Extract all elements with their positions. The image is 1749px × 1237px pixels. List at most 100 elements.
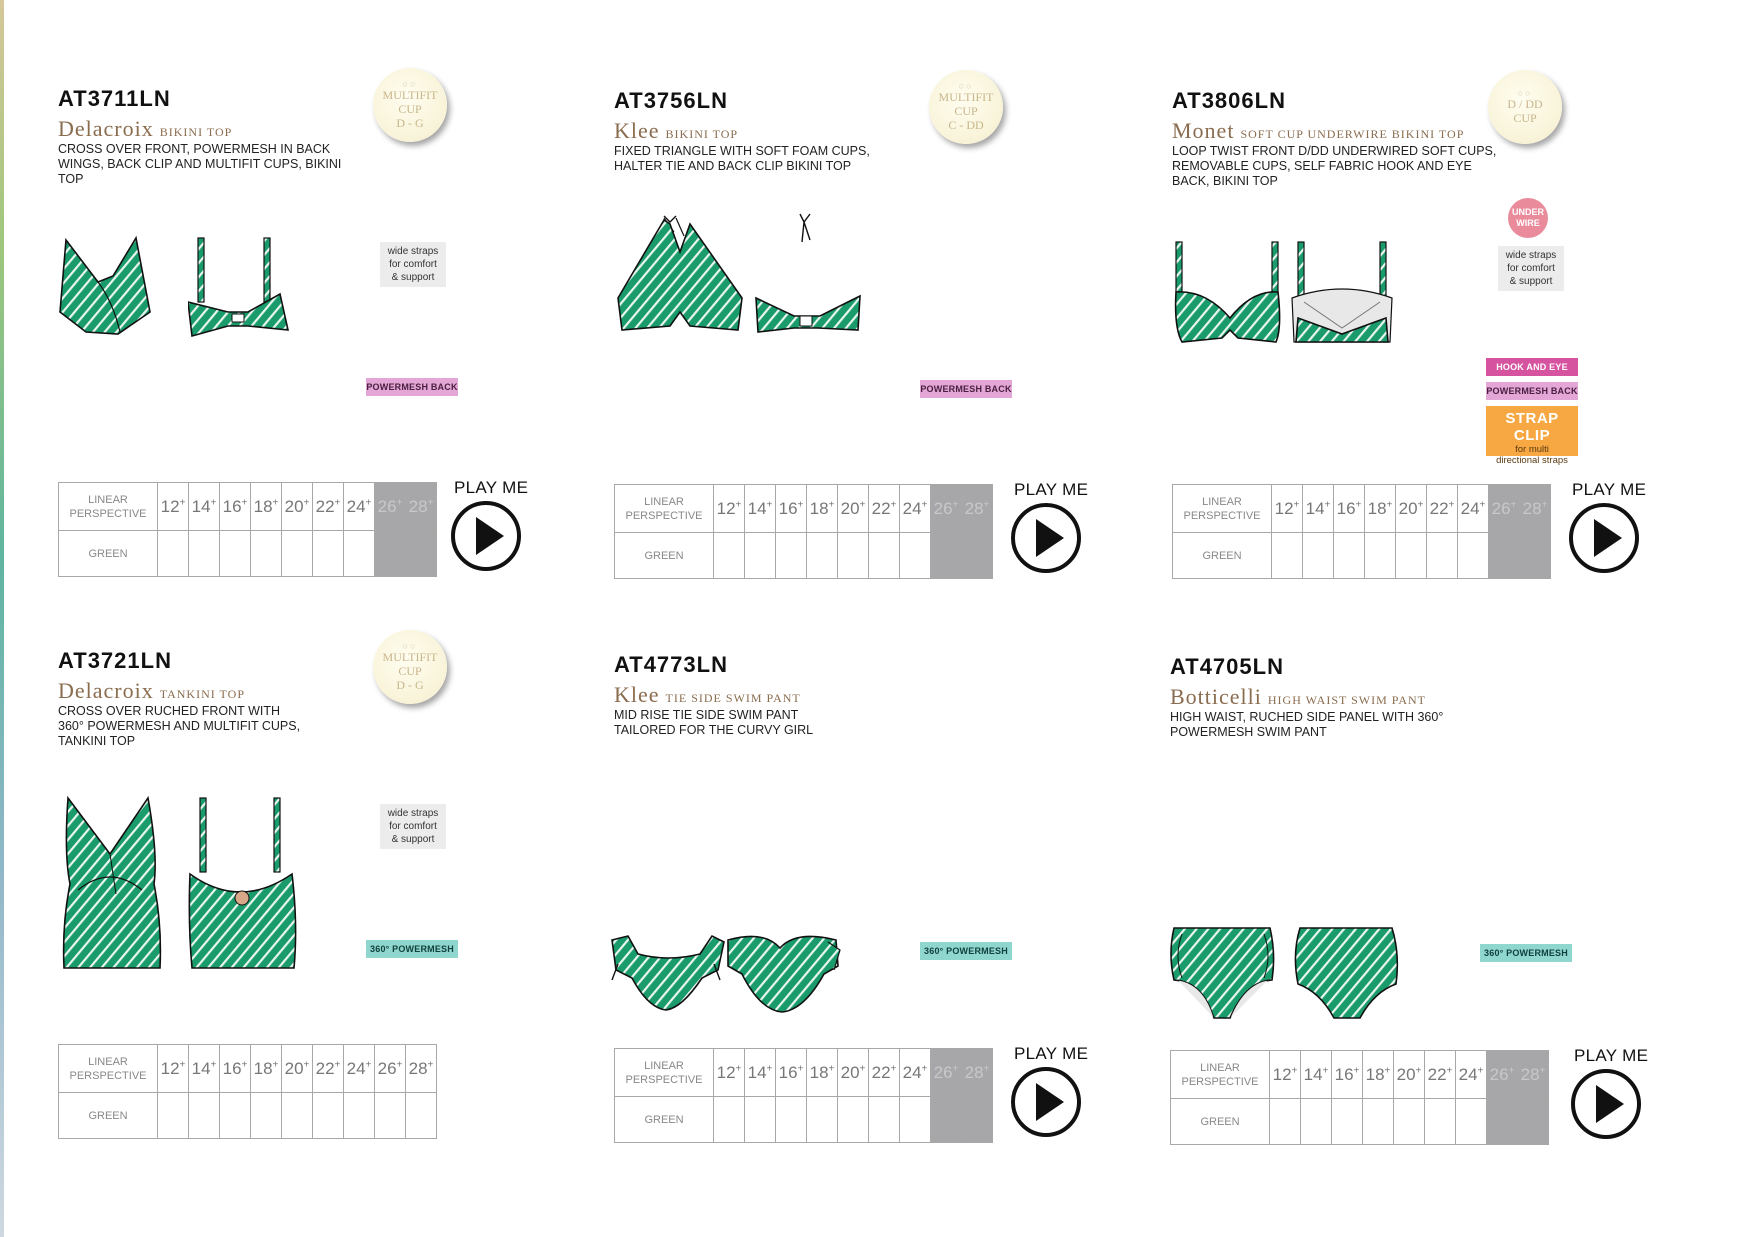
badge-line-1: D / DD	[1507, 97, 1543, 111]
product-description: FIXED TRIANGLE WITH SOFT FOAM CUPS, HALT…	[614, 144, 870, 173]
size-20: 20+	[1395, 484, 1427, 533]
powermesh-back-tag: POWERMESH BACK	[1486, 382, 1578, 400]
size-18: 18+	[250, 482, 282, 531]
360-powermesh-tag: 360° POWERMESH	[366, 940, 458, 958]
product-card-at3756ln: AT3756LN KleeBikini Top FIXED TRIANGLE W…	[614, 70, 1134, 648]
product-name-line: Delacroix Bikini Top	[58, 116, 232, 142]
cup-size-badge: ○○ MULTIFIT CUP C - DD	[929, 70, 1003, 144]
size-28: 28+	[961, 1048, 993, 1097]
callout-line-2: for comfort	[389, 259, 437, 270]
size-24: 24+	[1455, 1050, 1487, 1099]
size-28: 28+	[961, 484, 993, 533]
badge-line-2: CUP	[398, 102, 422, 116]
tankini-back-illustration	[188, 797, 297, 969]
play-circle-icon[interactable]	[1568, 502, 1640, 574]
size-26: 26+	[374, 482, 406, 531]
wide-straps-callout: wide straps for comfort & support	[1498, 246, 1564, 291]
strap-clip-line-1: for multi	[1515, 444, 1549, 455]
product-card-at3711ln: AT3711LN Delacroix Bikini Top CROSS OVER …	[58, 68, 578, 646]
size-22: 22+	[1426, 484, 1458, 533]
size-22: 22+	[868, 1048, 900, 1097]
callout-line-2: for comfort	[1507, 263, 1555, 274]
colour-label: GREEN	[58, 530, 158, 577]
underwire-bikini-back-illustration	[1291, 241, 1393, 343]
product-card-at3806ln: AT3806LN MonetSoft Cup Underwire Bikini …	[1172, 70, 1692, 648]
size-20: 20+	[281, 482, 313, 531]
play-circle-icon[interactable]	[1570, 1068, 1642, 1140]
colour-label: GREEN	[58, 1092, 158, 1139]
product-name: Delacroix	[58, 116, 154, 141]
badge-line-2: CUP	[398, 664, 422, 678]
size-16: 16+	[1331, 1050, 1363, 1099]
product-description: HIGH WAIST, RUCHED SIDE PANEL WITH 360° …	[1170, 710, 1444, 739]
size-16: 16+	[219, 482, 251, 531]
size-12: 12+	[1269, 1050, 1301, 1099]
colour-label: GREEN	[614, 532, 714, 579]
size-24: 24+	[343, 482, 375, 531]
bikini-top-front-illustration	[59, 235, 151, 335]
product-card-at3721ln: AT3721LN DelacroixTankini Top CROSS OVER…	[58, 630, 578, 1208]
size-26: 26+	[374, 1044, 406, 1093]
size-28: 28+	[405, 482, 437, 531]
badge-dots: ○○	[402, 79, 418, 89]
style-code: AT3711LN	[58, 86, 171, 111]
powermesh-back-tag: POWERMESH BACK	[366, 378, 458, 396]
product-name: Botticelli	[1170, 684, 1262, 709]
style-code: AT3806LN	[1172, 88, 1286, 113]
product-name-line: DelacroixTankini Top	[58, 678, 245, 704]
size-24: 24+	[343, 1044, 375, 1093]
badge-line-3: D - G	[396, 678, 424, 692]
size-20: 20+	[1393, 1050, 1425, 1099]
colour-label: GREEN	[1172, 532, 1272, 579]
colour-label: GREEN	[614, 1096, 714, 1143]
size-24: 24+	[899, 484, 931, 533]
badge-line-1: MULTIFIT	[938, 90, 994, 104]
callout-line-1: wide straps	[1505, 250, 1557, 261]
product-subtitle: Tie Side Swim Pant	[665, 691, 801, 705]
size-18: 18+	[250, 1044, 282, 1093]
size-18: 18+	[806, 484, 838, 533]
badge-dots: ○○	[958, 81, 974, 91]
size-28: 28+	[1519, 484, 1551, 533]
wide-straps-callout: wide straps for comfort & support	[380, 804, 446, 849]
size-12: 12+	[157, 1044, 189, 1093]
style-code: AT3721LN	[58, 648, 172, 673]
product-subtitle: Bikini Top	[159, 125, 233, 139]
play-circle-icon[interactable]	[1010, 502, 1082, 574]
badge-dots: ○○	[402, 641, 418, 651]
callout-line-1: wide straps	[387, 808, 439, 819]
size-12: 12+	[713, 1048, 745, 1097]
play-me-label: PLAY ME	[1014, 480, 1089, 499]
cup-size-badge: ○○ MULTIFIT CUP D - G	[373, 68, 447, 142]
style-code: AT4705LN	[1170, 654, 1284, 679]
play-circle-icon[interactable]	[1010, 1066, 1082, 1138]
badge-line-3: D - G	[396, 116, 424, 130]
size-18: 18+	[806, 1048, 838, 1097]
size-14: 14+	[188, 1044, 220, 1093]
360-powermesh-tag: 360° POWERMESH	[1480, 944, 1572, 962]
product-description: CROSS OVER FRONT, POWERMESH IN BACK WING…	[58, 142, 342, 186]
tankini-front-illustration	[62, 795, 162, 969]
size-12: 12+	[1271, 484, 1303, 533]
size-14: 14+	[188, 482, 220, 531]
product-description: CROSS OVER RUCHED FRONT WITH 360° POWERM…	[58, 704, 301, 748]
size-16: 16+	[219, 1044, 251, 1093]
callout-line-3: & support	[391, 272, 435, 283]
badge-line-1: MULTIFIT	[382, 88, 438, 102]
product-name: Klee	[614, 118, 660, 143]
high-waist-pant-front-illustration	[1170, 927, 1275, 1019]
size-28: 28+	[405, 1044, 437, 1093]
play-circle-icon[interactable]	[450, 500, 522, 572]
size-18: 18+	[1364, 484, 1396, 533]
callout-line-1: wide straps	[387, 246, 439, 257]
size-14: 14+	[1300, 1050, 1332, 1099]
size-20: 20+	[837, 484, 869, 533]
